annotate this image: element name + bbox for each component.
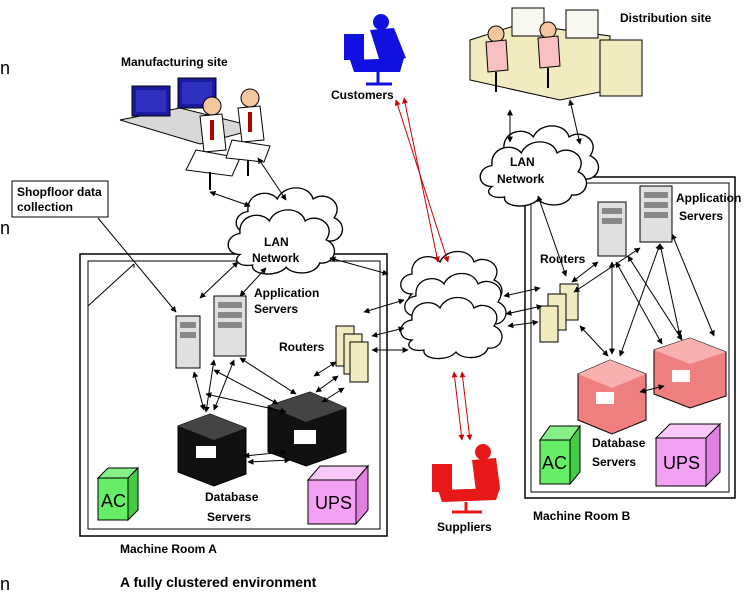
ups-label-b: UPS bbox=[663, 453, 700, 473]
lan-right-label-1: LAN bbox=[510, 155, 535, 169]
db-servers-b-label-1: Database bbox=[592, 436, 646, 450]
machine-room-a-label: Machine Room A bbox=[120, 542, 217, 556]
wan-cloud-icon bbox=[400, 250, 507, 360]
app-servers-a-label-1: Application bbox=[254, 286, 319, 300]
ac-unit-a bbox=[96, 466, 140, 522]
distribution-workstations-icon bbox=[469, 7, 643, 101]
app-servers-b-label-1: Application bbox=[676, 191, 741, 205]
lan-cloud-right-icon bbox=[479, 125, 600, 207]
distribution-site-label: Distribution site bbox=[620, 11, 712, 25]
diagram-caption: A fully clustered environment bbox=[120, 574, 317, 590]
connections bbox=[192, 99, 715, 465]
ups-unit-a bbox=[306, 464, 370, 526]
routers-b-icon bbox=[539, 283, 579, 343]
shopfloor-box bbox=[11, 180, 109, 218]
ac-label-b: AC bbox=[542, 453, 567, 473]
ac-label-a: AC bbox=[101, 491, 126, 511]
suppliers-icon bbox=[432, 444, 500, 514]
edge-letter: n bbox=[0, 58, 10, 78]
routers-a-label: Routers bbox=[279, 340, 325, 354]
ups-unit-b bbox=[654, 422, 722, 488]
app-servers-a-label-2: Servers bbox=[254, 302, 298, 316]
shopfloor-label-line2: collection bbox=[17, 200, 73, 214]
application-servers-b-icon bbox=[597, 185, 673, 257]
suppliers-label: Suppliers bbox=[437, 520, 492, 534]
ups-label-a: UPS bbox=[315, 493, 352, 513]
db-servers-a-label-1: Database bbox=[205, 490, 259, 504]
customers-label: Customers bbox=[331, 88, 394, 102]
ac-unit-b bbox=[539, 424, 581, 486]
edge-letter: n bbox=[0, 218, 10, 238]
machine-room-b bbox=[524, 176, 736, 499]
customers-icon bbox=[344, 14, 406, 86]
shopfloor-pointer bbox=[97, 217, 177, 313]
application-servers-a-icon bbox=[175, 295, 247, 369]
routers-a-icon bbox=[335, 325, 369, 383]
db-servers-a-label-2: Servers bbox=[207, 510, 251, 524]
routers-b-label: Routers bbox=[540, 252, 586, 266]
db-servers-b-label-2: Servers bbox=[592, 455, 636, 469]
machine-room-b-label: Machine Room B bbox=[533, 509, 631, 523]
lan-left-label-1: LAN bbox=[264, 235, 289, 249]
lan-left-label-2: Network bbox=[252, 251, 300, 265]
manufacturing-site-label: Manufacturing site bbox=[121, 55, 228, 69]
shopfloor-label-line1: Shopfloor data bbox=[17, 185, 102, 199]
lan-right-label-2: Network bbox=[497, 172, 545, 186]
app-servers-b-label-2: Servers bbox=[679, 209, 723, 223]
edge-letter: n bbox=[0, 574, 10, 594]
manufacturing-workstations-icon bbox=[119, 77, 271, 190]
customer-supplier-links bbox=[394, 97, 473, 441]
database-servers-b-icon bbox=[577, 337, 727, 435]
machine-room-a bbox=[79, 253, 388, 537]
